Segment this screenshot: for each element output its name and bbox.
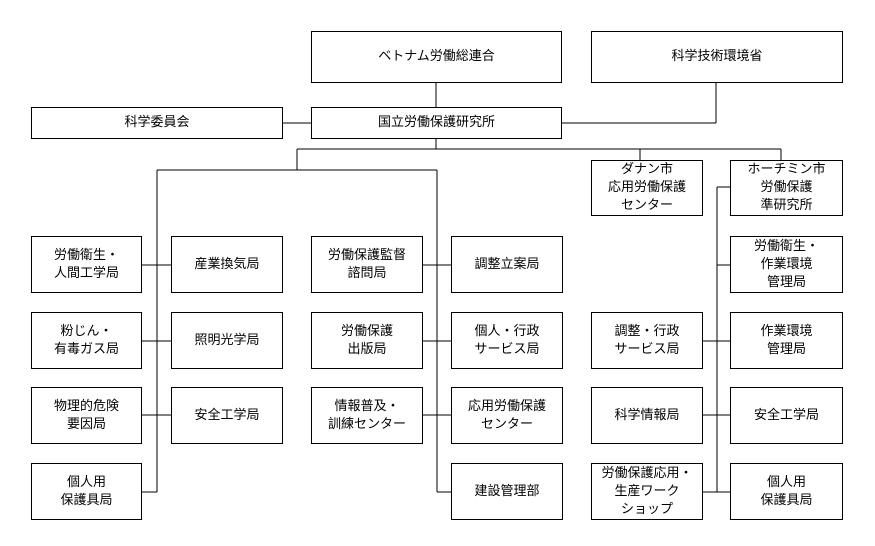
node-hcmc-work-environment: 作業環境 管理局 [730, 312, 843, 369]
node-hcmc-occupational-health: 労働衛生・ 作業環境 管理局 [730, 236, 843, 293]
node-danang-center: ダナン市 応用労働保護 センター [591, 160, 703, 216]
node-industrial-ventilation: 産業換気局 [171, 236, 283, 293]
node-info-training-center: 情報普及・ 訓練センター [311, 387, 423, 444]
node-physical-hazards: 物理的危険 要因局 [31, 387, 142, 444]
node-publishing: 労働保護 出版局 [311, 312, 423, 369]
node-safety-engineering: 安全工学局 [171, 387, 283, 444]
node-institute: 国立労働保護研究所 [311, 107, 562, 139]
node-hcmc-institute: ホーチミン市 労働保護 準研究所 [730, 160, 843, 216]
node-ppe: 個人用 保護具局 [31, 463, 142, 520]
node-personnel-admin: 個人・行政 サービス局 [451, 312, 563, 369]
node-occupational-health-ergonomics: 労働衛生・ 人間工学局 [31, 236, 142, 293]
node-planning: 調整立案局 [451, 236, 563, 293]
node-hcmc-coordination-admin: 調整・行政 サービス局 [591, 312, 703, 369]
node-hcmc-science-info: 科学情報局 [591, 387, 703, 444]
node-hcmc-safety-engineering: 安全工学局 [730, 387, 843, 444]
node-ohs-consulting: 労働保護監督 諮問局 [311, 236, 423, 293]
node-most: 科学技術環境省 [591, 31, 843, 83]
node-dust-toxic-gas: 粉じん・ 有毒ガス局 [31, 312, 142, 369]
node-science-council: 科学委員会 [31, 107, 283, 139]
node-construction-management: 建設管理部 [451, 463, 563, 520]
node-applied-center: 応用労働保護 センター [451, 387, 563, 444]
node-vgcl: ベトナム労働総連合 [311, 31, 562, 83]
node-hcmc-workshop: 労働保護応用・ 生産ワーク ショップ [591, 463, 703, 520]
node-lighting-optics: 照明光学局 [171, 312, 283, 369]
node-hcmc-ppe: 個人用 保護具局 [730, 463, 843, 520]
